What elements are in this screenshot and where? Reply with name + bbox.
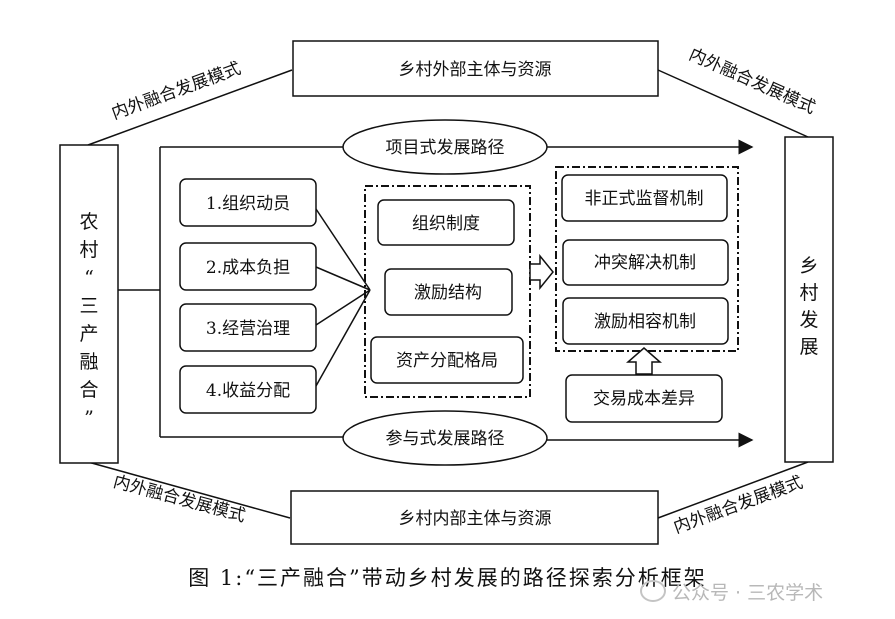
framework-diagram: 乡村外部主体与资源 乡村内部主体与资源 内外融合发展模式 内外融合发展模式 内外… <box>59 40 834 545</box>
middle-item-label: 资产分配格局 <box>396 351 498 371</box>
right-item-label: 激励相容机制 <box>594 312 696 332</box>
middle-item-box <box>370 336 524 384</box>
right-item-box <box>561 174 728 222</box>
left-vertical-label: 农村“三产融合” <box>79 211 98 429</box>
hollow-arrow-up <box>626 347 662 375</box>
box-right-development <box>784 136 834 463</box>
middle-item-label: 组织制度 <box>412 214 480 234</box>
right-vertical-label: 乡村发展 <box>799 255 818 358</box>
middle-item-box <box>377 199 515 246</box>
left-item-label: 4.收益分配 <box>206 381 290 401</box>
box-bottom-internal <box>290 490 659 545</box>
left-item-box <box>179 178 317 227</box>
left-item-box <box>179 365 317 414</box>
right-item-label: 冲突解决机制 <box>594 253 696 273</box>
dashed-group-right <box>555 166 739 352</box>
dashed-group-middle <box>364 185 531 398</box>
octagon-connectors <box>87 69 809 519</box>
ellipse-participatory-path <box>342 410 548 466</box>
figure-caption: 图 1:“三产融合”带动乡村发展的路径探索分析框架 <box>188 566 707 590</box>
left-item-label: 2.成本负担 <box>206 258 290 278</box>
middle-item-label: 激励结构 <box>414 283 482 303</box>
corner-label-top-left: 内外融合发展模式 <box>109 59 244 124</box>
box-left-rural <box>59 144 119 464</box>
wechat-icon <box>640 580 666 602</box>
left-item-label: 1.组织动员 <box>206 194 290 214</box>
watermark-text: 公众号 · 三农学术 <box>672 582 824 604</box>
corner-label-bottom-left: 内外融合发展模式 <box>111 472 248 527</box>
middle-item-box <box>384 268 513 316</box>
left-item-box <box>179 242 317 291</box>
right-item-box <box>562 297 729 345</box>
right-item-box <box>562 239 729 286</box>
flow-lines <box>118 139 754 448</box>
ellipse-top-label: 项目式发展路径 <box>386 138 505 158</box>
corner-label-top-right: 内外融合发展模式 <box>686 45 818 119</box>
ellipse-project-path <box>342 119 548 175</box>
left-item-box <box>179 303 317 352</box>
left-item-label: 3.经营治理 <box>206 319 290 339</box>
ellipse-bottom-label: 参与式发展路径 <box>386 429 505 449</box>
box-top-external <box>292 40 659 97</box>
hollow-arrow-right <box>529 253 554 291</box>
bottom-box-label: 乡村内部主体与资源 <box>399 509 552 529</box>
transaction-cost-label: 交易成本差异 <box>593 389 695 409</box>
top-box-label: 乡村外部主体与资源 <box>399 60 552 80</box>
transaction-cost-box <box>565 374 723 423</box>
right-item-label: 非正式监督机制 <box>585 189 704 209</box>
watermark: 公众号 · 三农学术 <box>640 578 823 605</box>
